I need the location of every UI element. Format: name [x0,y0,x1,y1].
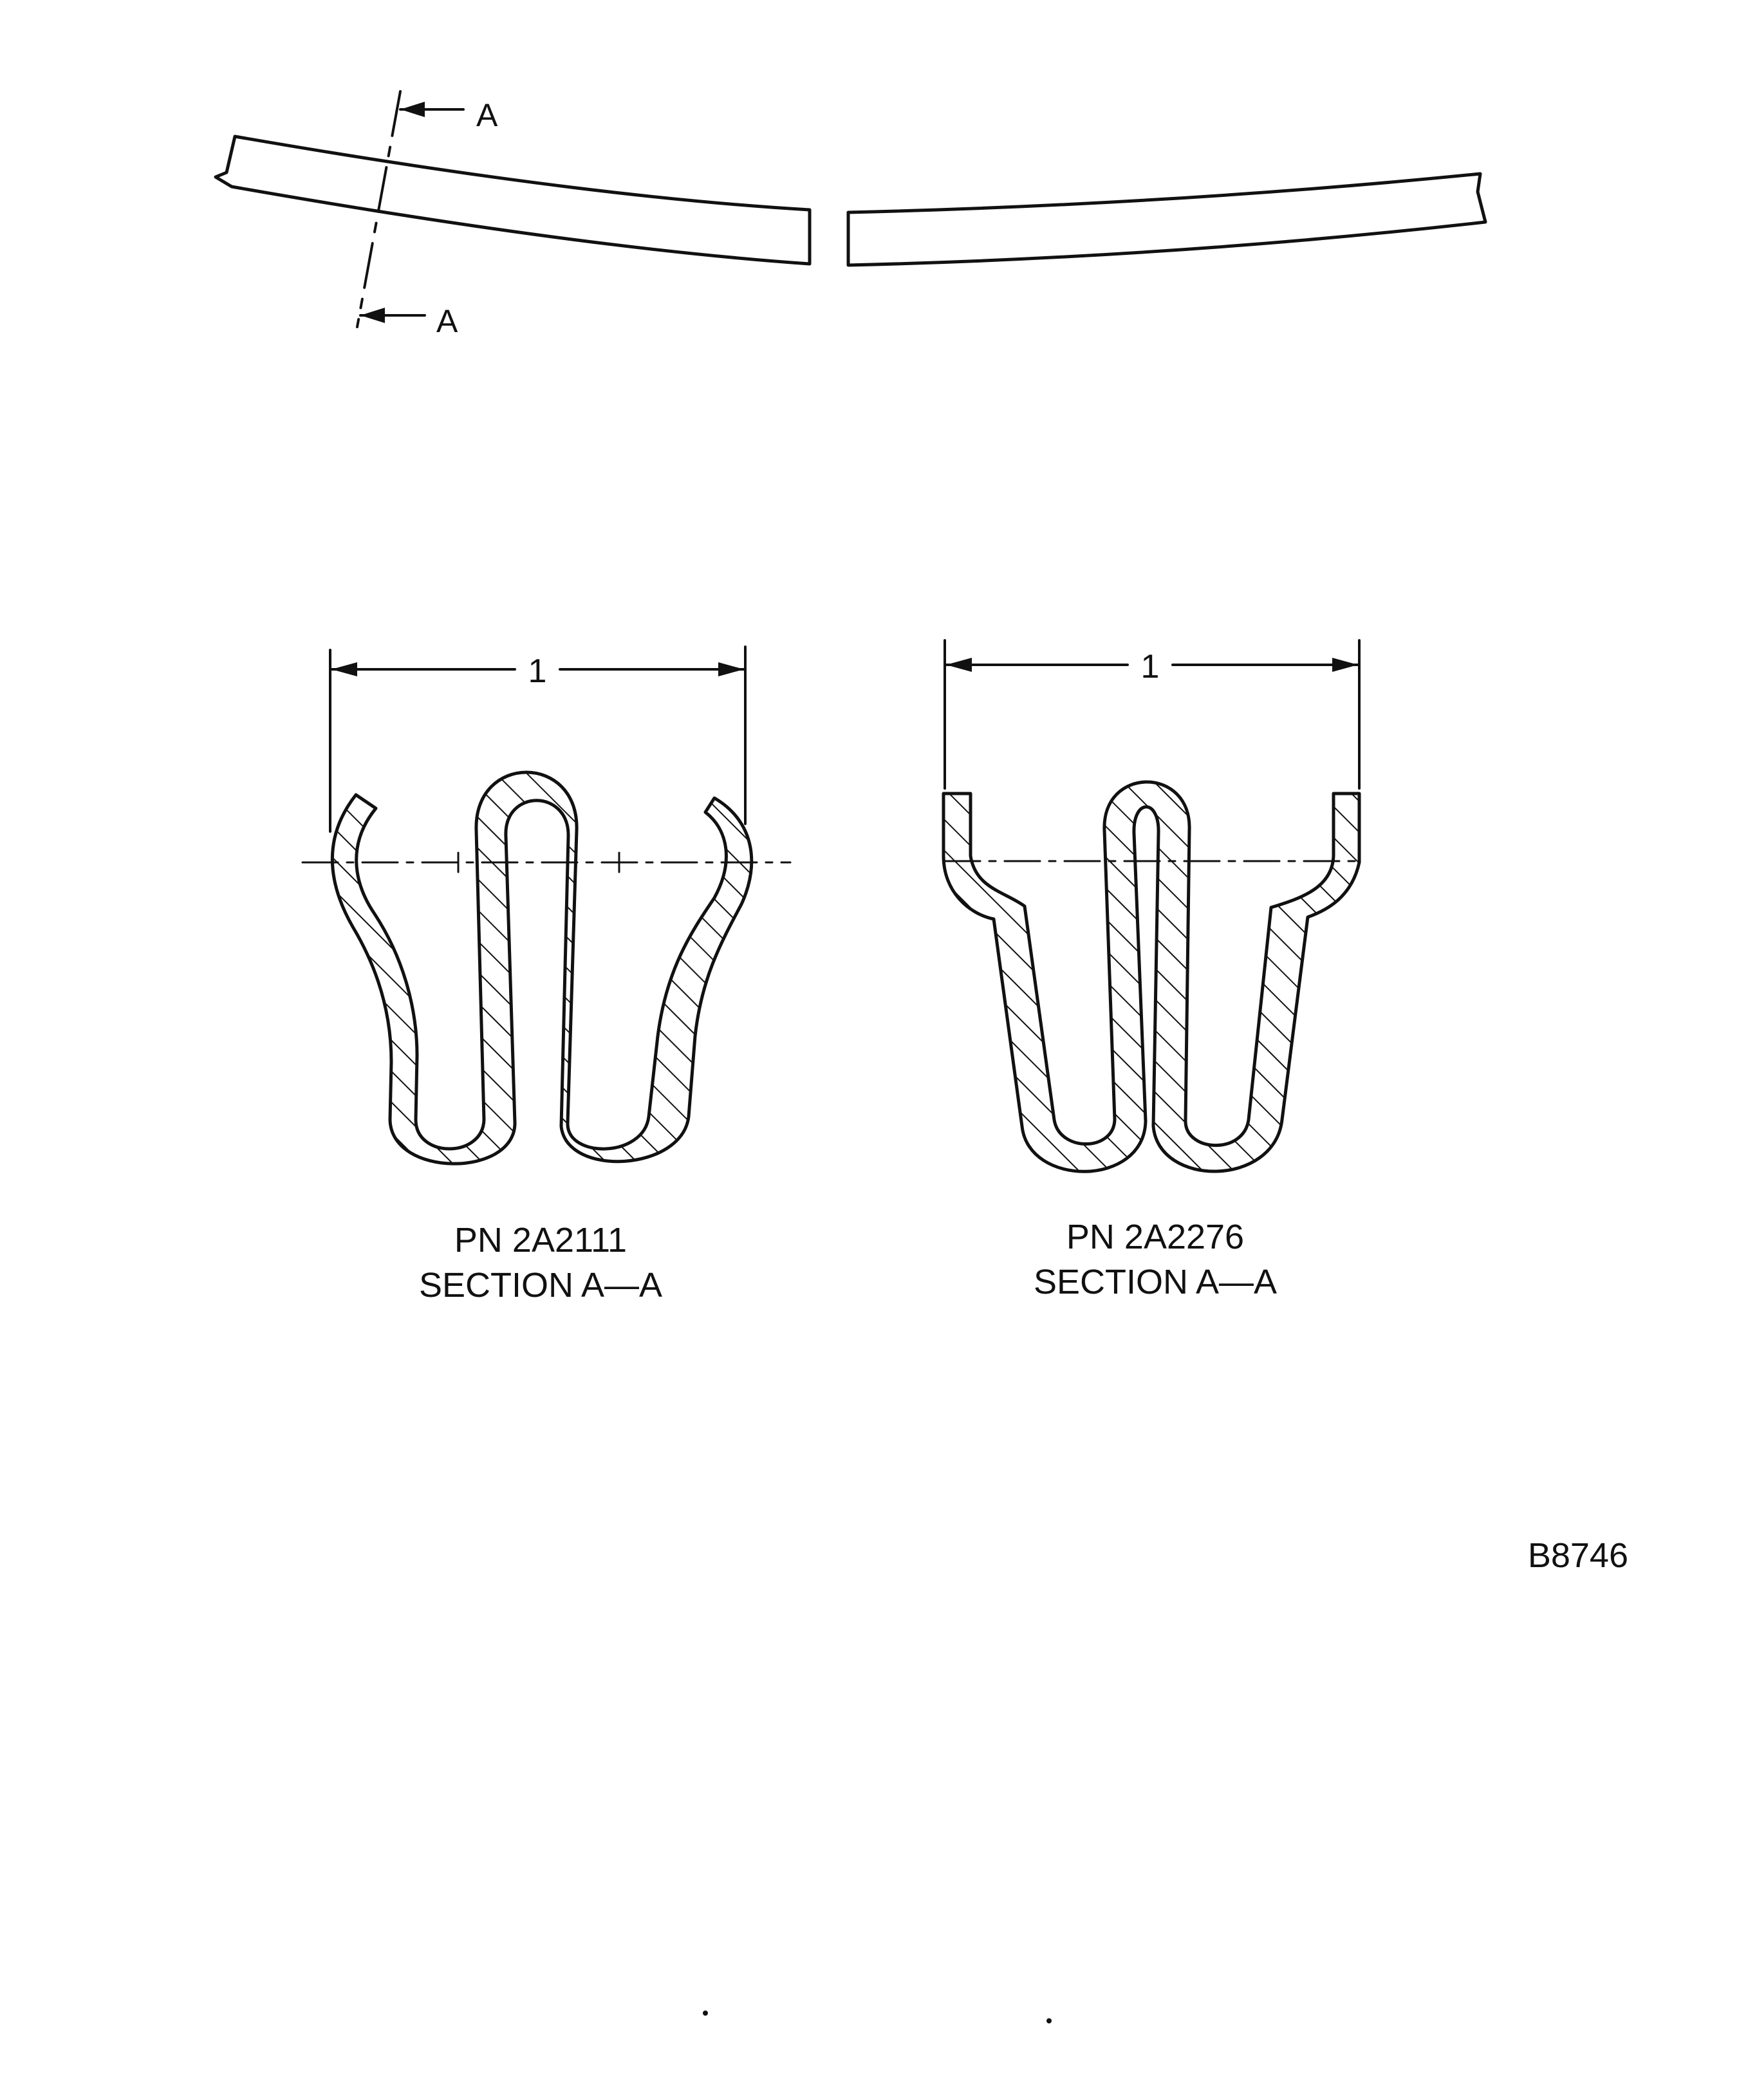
dimension-arrowhead [946,658,972,672]
section-title: SECTION A—A [1034,1263,1277,1301]
dimension-arrowhead [718,662,744,676]
section-mark-bottom: A [436,303,458,339]
dimension-arrowhead [1332,658,1358,672]
section-right: 1 PN 2A2276 SECTION A—A [942,639,1361,1301]
strip-right-segment [846,172,1487,267]
part-number: PN 2A2276 [1066,1218,1244,1256]
section-arrowhead-top [400,102,425,117]
section-title: SECTION A—A [419,1266,662,1305]
dimension-value: 1 [528,653,547,690]
section-left: 1 PN 2A2111 SECTION A—A [301,646,792,1305]
strip-left-segment [214,135,812,266]
section-arrowhead-bottom [360,308,385,323]
clip-profile-2a2276 [942,780,1361,1173]
clip-profile-2a2111 [330,770,754,1166]
part-number: PN 2A2111 [454,1221,627,1259]
scan-speck [703,2011,708,2016]
scan-speck [1046,2018,1052,2023]
section-cut-line [356,90,402,328]
figure-id: B8746 [1528,1536,1628,1575]
dimension-arrowhead [331,662,357,676]
scan-specks [703,2011,1052,2023]
dimension-value: 1 [1141,648,1160,685]
section-mark-top: A [476,97,498,133]
top-view: A A [214,90,1487,339]
